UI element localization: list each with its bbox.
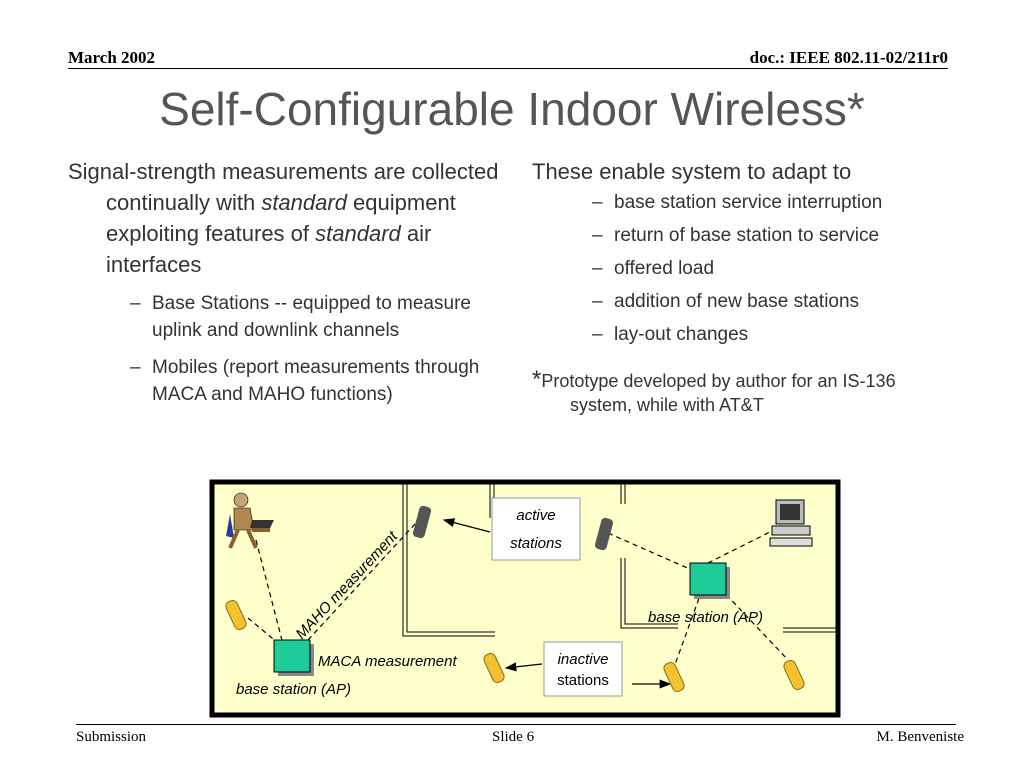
footer-center: Slide 6	[492, 729, 535, 745]
network-diagram: active stations inactive stations base s…	[209, 479, 841, 718]
inactive-label-2: stations	[557, 672, 609, 689]
left-item: –Mobiles (report measurements through MA…	[130, 357, 480, 405]
right-lead: These enable system to adapt to	[532, 159, 852, 184]
person-laptop-icon	[226, 492, 274, 549]
computer-icon	[769, 499, 813, 547]
active-stations-box	[491, 497, 581, 561]
footer-rule	[76, 724, 956, 725]
phone-icon	[783, 660, 805, 690]
slide-title: Self-Configurable Indoor Wireless*	[159, 83, 865, 135]
arrows	[442, 518, 672, 689]
left-column: Signal-strength measurements are collect…	[68, 156, 508, 408]
base-station-right	[689, 562, 730, 599]
phone-icon	[663, 662, 685, 692]
inactive-stations-box	[543, 641, 623, 697]
right-item: –addition of new base stations	[592, 291, 860, 312]
right-item: –offered load	[592, 258, 715, 279]
active-label-2: stations	[510, 535, 562, 552]
bs-right-label: base station (AP)	[648, 609, 763, 626]
right-item: –return of base station to service	[592, 225, 880, 246]
base-station-left	[273, 639, 314, 676]
header-doc: doc.: IEEE 802.11-02/211r0	[749, 48, 948, 67]
bs-left-label: base station (AP)	[236, 681, 351, 698]
handset-icon	[412, 505, 432, 539]
phone-icon	[483, 653, 505, 683]
header-date: March 2002	[68, 48, 156, 67]
footer-right: M. Benveniste	[876, 729, 965, 745]
phone-icon	[225, 600, 247, 630]
header-rule	[68, 68, 948, 69]
right-item: –lay-out changes	[592, 324, 749, 345]
footer-left: Submission	[76, 729, 147, 745]
handset-icon	[594, 517, 614, 551]
dashed-links	[247, 522, 789, 671]
left-item: –Base Stations -- equipped to measure up…	[130, 293, 471, 341]
left-lead: Signal-strength measurements are collect…	[68, 159, 499, 277]
maca-label: MACA measurement	[318, 653, 457, 670]
right-column: These enable system to adapt to –base st…	[532, 156, 952, 417]
right-item: –base station service interruption	[592, 192, 883, 213]
inactive-label-1: inactive	[558, 651, 609, 668]
active-label-1: active	[516, 507, 555, 524]
footnote: *Prototype developed by author for an IS…	[532, 366, 896, 416]
